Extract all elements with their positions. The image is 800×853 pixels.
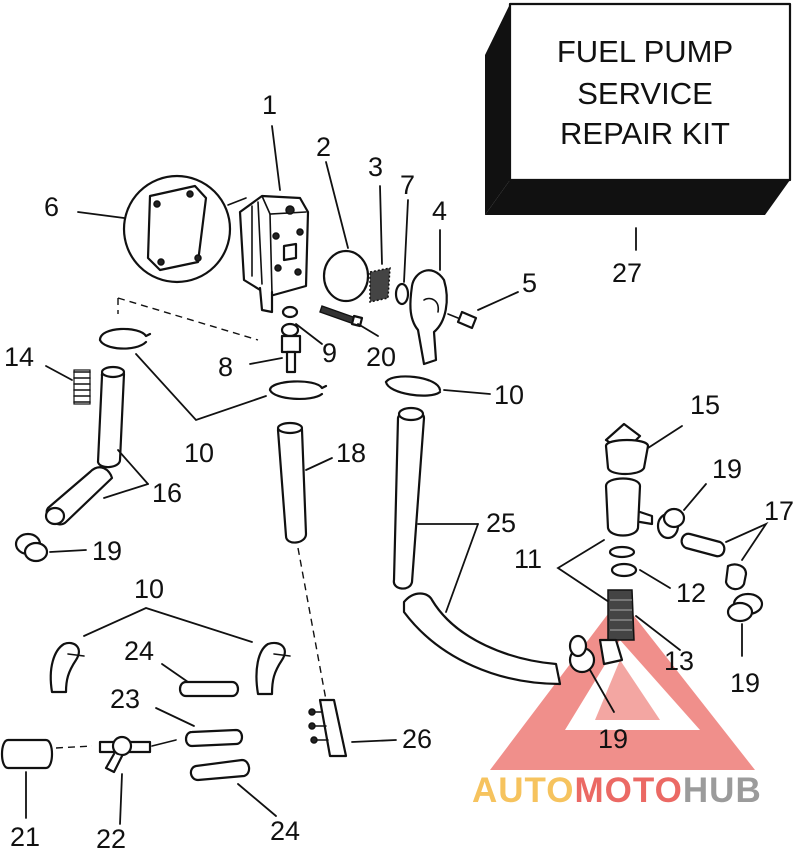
hose-clamp-right (384, 375, 442, 397)
callout-5: 5 (522, 268, 537, 298)
callout-23: 23 (110, 684, 140, 714)
repair-kit-box: FUEL PUMP SERVICE REPAIR KIT (485, 2, 792, 215)
watermark-logo: AUTOMOTOHUB (472, 598, 762, 810)
callout-16: 16 (152, 478, 182, 508)
diaphragm-ring (322, 249, 370, 303)
callout-19c: 19 (730, 668, 760, 698)
watermark-moto: MOTO (575, 771, 683, 810)
callout-10c: 10 (134, 574, 164, 604)
short-hose-pair (680, 532, 748, 591)
svg-text:AUTOMOTOHUB: AUTOMOTOHUB (472, 771, 762, 810)
sealing-washer (280, 305, 300, 338)
fuel-pump-body (238, 194, 310, 314)
filter-gasket (608, 545, 638, 578)
callout-22: 22 (96, 824, 126, 853)
spring-clip-lower-right (726, 592, 764, 623)
callout-1: 1 (262, 90, 277, 120)
callout-27: 27 (612, 258, 642, 288)
callout-24b: 24 (270, 816, 300, 846)
gasket-detail-circle (122, 174, 247, 284)
spring-clip-upper-right (656, 507, 686, 540)
filter-element (598, 589, 635, 666)
hose-clamp-upper (98, 327, 152, 350)
callout-9: 9 (322, 338, 337, 368)
callout-10a: 10 (184, 438, 214, 468)
spring-clip-bottom-right (568, 634, 596, 674)
inline-filter (0, 738, 93, 770)
callout-7: 7 (400, 170, 415, 200)
callout-14: 14 (4, 342, 34, 372)
callout-11: 11 (514, 544, 542, 574)
long-screw (319, 305, 364, 328)
callout-19d: 19 (598, 724, 628, 754)
callout-15: 15 (690, 390, 720, 420)
fuel-hose-short (44, 365, 126, 526)
callout-6: 6 (44, 192, 59, 222)
tee-fitting (98, 735, 177, 774)
spring-clip-left (14, 532, 49, 563)
callout-25: 25 (486, 508, 516, 538)
small-o-ring (394, 282, 410, 306)
kit-line-1: FUEL PUMP (557, 34, 733, 69)
check-valve-plate (369, 267, 391, 303)
callout-20: 20 (366, 342, 396, 372)
callout-8: 8 (218, 352, 233, 382)
primer-fitting (308, 698, 348, 758)
callout-19b: 19 (712, 454, 742, 484)
callout-12: 12 (676, 578, 706, 608)
callout-13: 13 (664, 646, 694, 676)
callout-18: 18 (336, 438, 366, 468)
hose-clamp-middle (268, 380, 328, 400)
callout-26: 26 (402, 724, 432, 754)
hose-clamp-lower-right (255, 641, 291, 696)
callout-10b: 10 (494, 380, 524, 410)
cover-screw (447, 310, 478, 330)
watermark-hub: HUB (683, 771, 762, 810)
spring (73, 369, 91, 405)
filter-cap (604, 422, 650, 476)
callout-21: 21 (10, 822, 40, 852)
filter-bowl (604, 477, 654, 537)
callout-numbers: 1 2 3 4 5 6 7 8 9 10 10 10 11 12 13 14 1… (4, 90, 794, 853)
callout-2: 2 (316, 132, 331, 162)
connector-hose-middle (184, 728, 244, 748)
kit-line-2: SERVICE (577, 76, 713, 111)
callout-3: 3 (368, 152, 383, 182)
connector-hose-lower (189, 758, 251, 782)
kit-line-3: REPAIR KIT (560, 116, 730, 151)
fuel-hose-main (392, 406, 562, 686)
callout-4: 4 (432, 196, 447, 226)
callout-24a: 24 (124, 636, 154, 666)
hose-clamp-lower-left (49, 641, 85, 694)
callout-17: 17 (764, 496, 794, 526)
pump-fitting (280, 334, 302, 374)
watermark-auto: AUTO (472, 771, 575, 810)
pump-cover (409, 269, 448, 366)
connector-hose-upper (178, 680, 240, 698)
fuel-hose-long (276, 421, 308, 544)
callout-19a: 19 (92, 536, 122, 566)
